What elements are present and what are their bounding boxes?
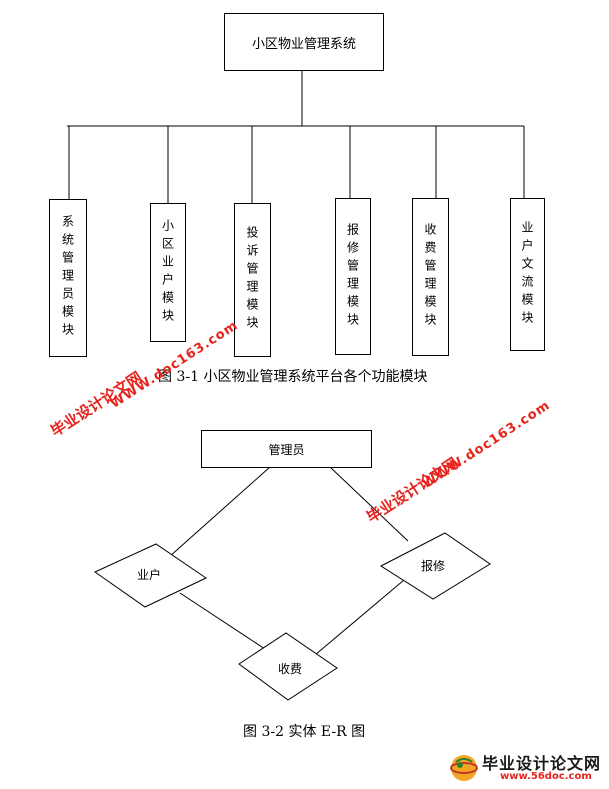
root-system-box: 小区物业管理系统 bbox=[224, 13, 384, 71]
er-diamond-repair-label: 报修 bbox=[421, 559, 446, 573]
globe-icon bbox=[450, 755, 478, 781]
module-label-1: 系统管理员模块 bbox=[60, 215, 75, 341]
root-system-label: 小区物业管理系统 bbox=[251, 36, 356, 52]
module-box-1: 系统管理员模块 bbox=[49, 199, 87, 357]
hierarchy-caption: 图 3-1 小区物业管理系统平台各个功能模块 bbox=[158, 369, 428, 385]
er-entity-admin-label: 管理员 bbox=[268, 442, 305, 457]
module-label-3: 投诉管理模块 bbox=[245, 226, 259, 334]
module-box-6: 业户文流模块 bbox=[510, 198, 545, 351]
er-diamond-owner-label: 业户 bbox=[137, 568, 162, 582]
module-label-2: 小区业户模块 bbox=[160, 218, 175, 327]
er-edge-owner-fee bbox=[179, 592, 269, 652]
module-box-2: 小区业户模块 bbox=[150, 203, 186, 342]
footer-site-url: www.56doc.com bbox=[500, 771, 592, 782]
module-box-5: 收费管理模块 bbox=[412, 198, 449, 356]
module-box-4: 报修管理模块 bbox=[335, 198, 371, 355]
er-diamond-fee-shape bbox=[238, 632, 338, 701]
footer-site-name: 毕业设计论文网 bbox=[482, 754, 602, 773]
er-edge-admin-owner bbox=[168, 466, 271, 558]
footer-logo: 毕业设计论文网 www.56doc.com bbox=[448, 748, 606, 786]
er-diamond-fee-label: 收费 bbox=[278, 662, 303, 676]
er-edge-repair-fee bbox=[314, 579, 405, 656]
er-edge-admin-repair bbox=[329, 466, 409, 542]
er-entity-admin-box: 管理员 bbox=[201, 430, 372, 468]
module-label-4: 报修管理模块 bbox=[345, 222, 360, 331]
er-caption: 图 3-2 实体 E-R 图 bbox=[243, 724, 366, 740]
module-label-6: 业户文流模块 bbox=[520, 220, 534, 329]
module-box-3: 投诉管理模块 bbox=[234, 203, 271, 357]
module-label-5: 收费管理模块 bbox=[423, 223, 437, 331]
er-diamond-owner-shape bbox=[93, 543, 208, 608]
er-diamond-repair-shape bbox=[379, 532, 491, 600]
